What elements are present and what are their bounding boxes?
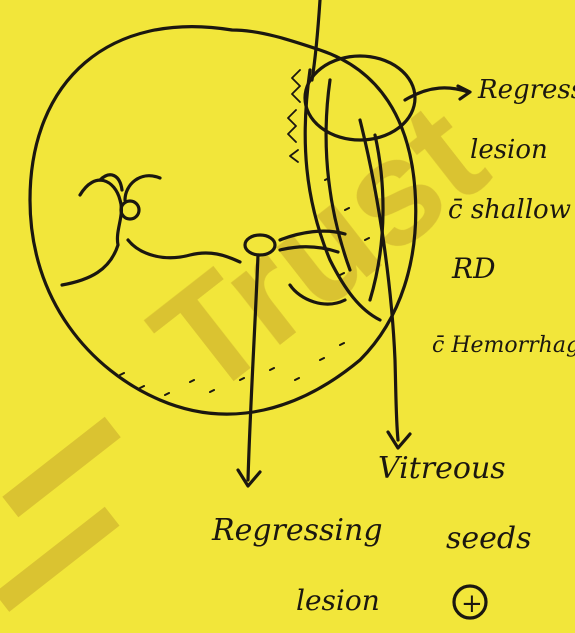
watermark-bar-1 [2, 417, 120, 518]
watermark-bar-2 [0, 507, 120, 612]
label-regressing: Regressing [211, 513, 383, 548]
arrow-head-regress [458, 86, 470, 99]
label-vitreous: Vitreous [378, 451, 506, 486]
hemorrhage-marks [288, 70, 300, 162]
top-line [312, 0, 320, 80]
optic-disc [121, 201, 139, 219]
label-regress: Regress [477, 75, 575, 105]
vessel-left [62, 180, 121, 285]
vessel-top [100, 175, 122, 190]
label-seeds: seeds [446, 521, 532, 556]
plus-sign: + [461, 589, 483, 619]
label-lesion: lesion [470, 135, 548, 165]
label-regressing-lesion: lesion [296, 584, 380, 617]
label-hemorrhage: c̄ Hemorrhage [432, 333, 575, 358]
label-shallow: c̄ shallow [448, 195, 571, 225]
label-rd: RD [451, 252, 496, 285]
